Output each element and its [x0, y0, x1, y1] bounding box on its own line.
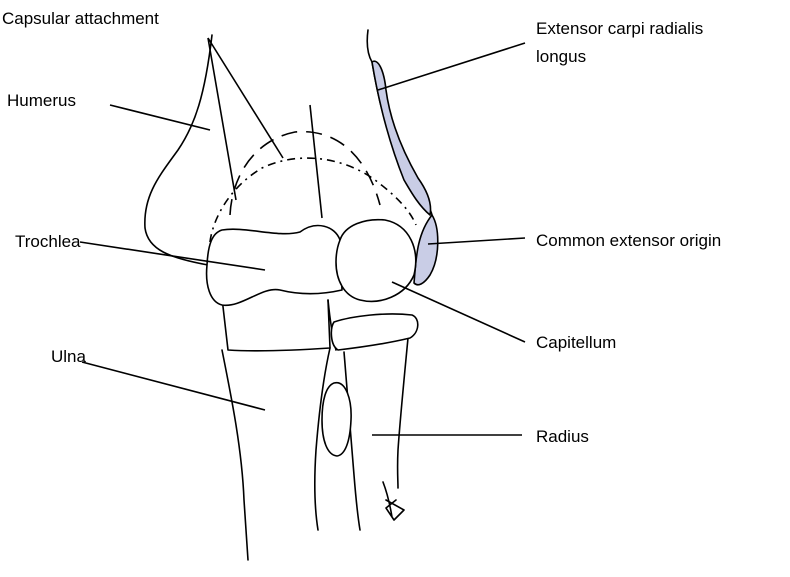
radial-tuberosity: [322, 383, 351, 456]
label-ecrl-line2: longus: [536, 47, 586, 66]
common-extensor-origin-muscle: [414, 215, 438, 285]
trochlea-bone: [207, 226, 342, 306]
ecrl-muscle: [372, 61, 431, 215]
humerus-outline: [145, 35, 212, 265]
leader-capsular-b: [208, 38, 236, 200]
leader-capsular-a: [208, 38, 283, 158]
interosseous-mark: [383, 482, 404, 520]
ulna-shaft-medial: [222, 350, 248, 560]
radius-shaft-lateral: [398, 338, 408, 488]
label-capsular-attachment: Capsular attachment: [2, 9, 159, 28]
leader-ulna: [82, 362, 265, 410]
label-capitellum: Capitellum: [536, 333, 616, 352]
leader-ecrl: [378, 43, 525, 90]
humeral-axis-line: [310, 105, 322, 218]
label-humerus: Humerus: [7, 91, 76, 110]
ulna-proximal-segment: [222, 298, 330, 351]
label-radius: Radius: [536, 427, 589, 446]
label-ulna: Ulna: [51, 347, 87, 366]
leader-common-extensor: [428, 238, 525, 244]
label-common-extensor-origin: Common extensor origin: [536, 231, 721, 250]
capitellum-bone: [336, 220, 416, 302]
radius-head: [331, 314, 417, 350]
label-ecrl-line1: Extensor carpi radialis: [536, 19, 703, 38]
label-trochlea: Trochlea: [15, 232, 81, 251]
